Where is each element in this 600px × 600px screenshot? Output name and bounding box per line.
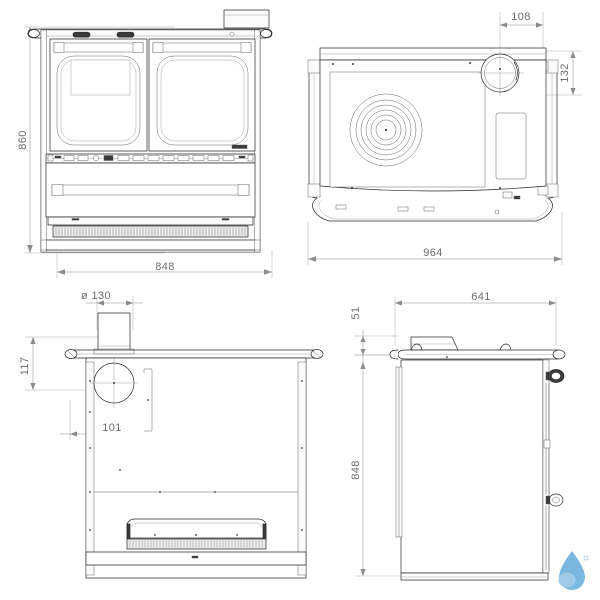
rear-base bbox=[85, 551, 307, 566]
side-top-rail bbox=[389, 343, 566, 360]
side-view bbox=[354, 297, 566, 581]
rear-flue-circle bbox=[90, 358, 138, 408]
top-width-label: 964 bbox=[423, 247, 443, 259]
front-view bbox=[24, 9, 273, 278]
front-left-door bbox=[49, 38, 148, 152]
top-width-dimension bbox=[307, 212, 563, 265]
water-drop-highlight bbox=[558, 572, 576, 588]
rear-flue-height-label: 117 bbox=[19, 357, 31, 376]
front-width-label: 848 bbox=[155, 261, 175, 273]
side-depth-label: 641 bbox=[471, 291, 491, 303]
top-accessory-panel bbox=[495, 112, 527, 180]
rear-lower-tray bbox=[126, 518, 267, 541]
side-top-offset-label: 51 bbox=[350, 306, 362, 319]
top-flue-collar bbox=[478, 50, 524, 96]
rear-top-rail bbox=[64, 349, 324, 359]
front-base-plinth bbox=[40, 239, 261, 251]
rear-view bbox=[25, 296, 324, 579]
front-air-grille bbox=[47, 216, 254, 238]
side-right-edge-details bbox=[543, 383, 551, 570]
front-lower-panel bbox=[45, 162, 256, 218]
front-height-label: 860 bbox=[17, 130, 29, 150]
top-hotplate-rings bbox=[349, 93, 423, 167]
top-flue-y-label: 132 bbox=[559, 63, 571, 83]
rear-flue-diameter-dimension bbox=[86, 296, 143, 330]
top-front-lip-tabs bbox=[335, 204, 435, 212]
front-control-strip bbox=[45, 153, 256, 164]
side-flue-box bbox=[410, 336, 459, 351]
top-flue-x-label: 108 bbox=[511, 11, 531, 23]
registered-mark-icon bbox=[583, 555, 589, 561]
rear-fixing-dots bbox=[89, 380, 303, 531]
front-right-door bbox=[148, 38, 256, 152]
side-height-label: 848 bbox=[350, 460, 362, 480]
rear-internal-baffle bbox=[143, 368, 153, 432]
side-depth-dimension bbox=[394, 297, 557, 345]
rear-flue-diameter-label: ø 130 bbox=[81, 290, 111, 302]
rear-flue-height-dimension bbox=[25, 336, 110, 391]
rear-flue-stub bbox=[93, 312, 135, 355]
top-view bbox=[307, 12, 581, 265]
front-door-handles bbox=[72, 31, 235, 38]
front-width-dimension bbox=[56, 250, 273, 278]
front-flue-box bbox=[223, 9, 270, 29]
water-drop-logo bbox=[558, 551, 589, 590]
side-hinge-knobs bbox=[545, 369, 565, 507]
rear-air-grille bbox=[126, 538, 267, 550]
top-small-fitting bbox=[494, 191, 521, 215]
side-body-outline bbox=[395, 359, 550, 574]
rear-flue-offset-label: 101 bbox=[102, 422, 122, 434]
side-base-foot bbox=[400, 572, 549, 581]
